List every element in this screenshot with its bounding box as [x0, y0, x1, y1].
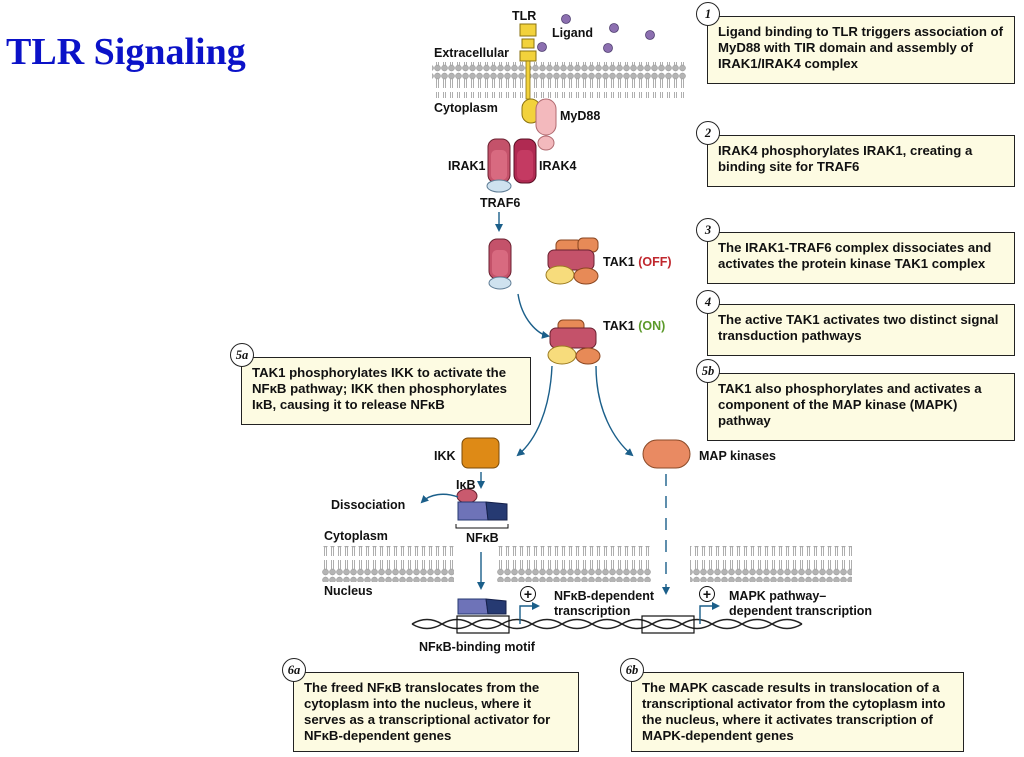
tak1-on-name: TAK1 [603, 319, 635, 333]
tak1-on-state: (ON) [638, 319, 665, 333]
ligand-dot [645, 30, 655, 40]
map-kinases-protein [642, 439, 691, 469]
nfkb-bracket [455, 524, 509, 529]
traf6-protein [486, 179, 512, 193]
step-6a-badge: 6a [282, 658, 306, 682]
plus-sign: + [524, 586, 532, 602]
step-3-badge: 3 [696, 218, 720, 242]
ligand-dot [609, 23, 619, 33]
plasma-membrane [432, 62, 686, 98]
step-6a-box: The freed NFκB translocates from the cyt… [293, 672, 579, 752]
transcription-arrow-nfkb [519, 602, 540, 624]
ligand-dot [561, 14, 571, 24]
nuclear-membrane-right [690, 546, 852, 582]
irak1-kinase [487, 138, 511, 184]
nfkb-label: NFκB [466, 531, 499, 545]
cytoplasm-top-label: Cytoplasm [434, 101, 498, 115]
mapk-transcription-line1: MAPK pathway– [729, 589, 826, 603]
step-5b-box: TAK1 also phosphorylates and activates a… [707, 373, 1015, 441]
ligand-dot [603, 43, 613, 53]
nfkb-transcription-line1: NFκB-dependent [554, 589, 655, 603]
ligand-dot [537, 42, 547, 52]
ikb-nfkb-complex [456, 488, 508, 521]
step-2-box: IRAK4 phosphorylates IRAK1, creating a b… [707, 135, 1015, 187]
plus-sign: + [703, 586, 711, 602]
irak1-traf6-complex [488, 238, 512, 290]
dissociation-label: Dissociation [331, 498, 405, 512]
page-title: TLR Signaling [6, 31, 246, 73]
ligand-label: Ligand [552, 26, 593, 40]
step-5a-box: TAK1 phosphorylates IKK to activate the … [241, 357, 531, 425]
tak1-on-label: TAK1 (ON) [603, 319, 665, 333]
arrow-to-ikk [516, 365, 553, 457]
myd88-adaptor [535, 98, 557, 151]
step-2-badge: 2 [696, 121, 720, 145]
tak1-off-state: (OFF) [638, 255, 671, 269]
nfkb-transcription-line2: transcription [554, 604, 630, 618]
ligand-molecules [537, 14, 655, 53]
step-5b-badge: 5b [696, 359, 720, 383]
step-4-badge: 4 [696, 290, 720, 314]
ikb-label: IκB [456, 478, 475, 492]
binding-motif-label: NFκB-binding motif [419, 640, 536, 654]
tlr-label: TLR [512, 9, 536, 23]
step-5a-badge: 5a [230, 343, 254, 367]
nfkb-binding-motif-box [456, 615, 510, 634]
tak1-off-complex [545, 237, 599, 285]
step-6b-badge: 6b [620, 658, 644, 682]
ikk-kinase [461, 437, 500, 469]
dna-helix [411, 618, 803, 630]
mapk-binding-motif-box [641, 615, 695, 634]
arrow-tak1-activation [517, 293, 550, 339]
map-kinases-label: MAP kinases [699, 449, 776, 463]
plus-icon [699, 586, 715, 602]
arrow-to-map-kinases [595, 365, 634, 457]
step-1-box: Ligand binding to TLR triggers associati… [707, 16, 1015, 84]
myd88-label: MyD88 [560, 109, 600, 123]
irak1-label: IRAK1 [448, 159, 486, 173]
tak1-on-complex [547, 319, 601, 365]
mapk-transcription-label: MAPK pathway–dependent transcription [729, 589, 872, 618]
arrow-dissociation [420, 493, 459, 504]
mapk-transcription-line2: dependent transcription [729, 604, 872, 618]
irak4-label: IRAK4 [539, 159, 577, 173]
nuclear-membrane-left [322, 546, 454, 582]
extracellular-label: Extracellular [434, 46, 509, 60]
step-4-box: The active TAK1 activates two distinct s… [707, 304, 1015, 356]
plus-icon [520, 586, 536, 602]
step-3-box: The IRAK1-TRAF6 complex dissociates and … [707, 232, 1015, 284]
tak1-off-name: TAK1 [603, 255, 635, 269]
cytoplasm-bottom-label: Cytoplasm [324, 529, 388, 543]
transcription-arrow-mapk [699, 602, 720, 624]
irak4-kinase [513, 138, 537, 184]
tak1-off-label: TAK1 (OFF) [603, 255, 672, 269]
nfkb-in-nucleus [457, 598, 507, 615]
nucleus-label: Nucleus [324, 584, 373, 598]
traf6-label: TRAF6 [480, 196, 520, 210]
step-1-badge: 1 [696, 2, 720, 26]
ikk-label: IKK [434, 449, 456, 463]
step-6b-box: The MAPK cascade results in translocatio… [631, 672, 964, 752]
nuclear-membrane-middle [497, 546, 651, 582]
